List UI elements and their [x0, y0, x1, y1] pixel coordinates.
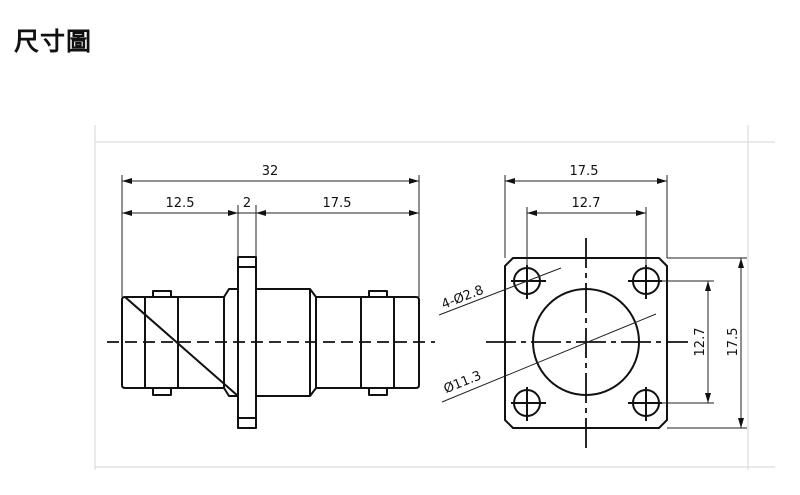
- dim-flange-width: 17.5: [570, 164, 599, 179]
- dim-hole-spacing-horizontal: 12.7: [572, 196, 601, 211]
- dim-hole-spacing-vertical: 12.7: [693, 328, 708, 357]
- front-view-centerlines: [486, 238, 688, 448]
- dim-flange-height: 17.5: [726, 328, 741, 357]
- front-view-dimensions: [438, 175, 747, 429]
- mount-hole: [628, 265, 662, 299]
- page-title: 尺寸圖: [14, 27, 93, 56]
- mount-hole: [511, 387, 546, 421]
- side-view-dimensions: [121, 175, 420, 297]
- dim-right-length: 17.5: [323, 196, 352, 211]
- drawing-frame: [94, 125, 775, 470]
- dim-left-length: 12.5: [166, 196, 195, 211]
- dim-mount-holes: 4-Ø2.8: [440, 283, 486, 313]
- dim-overall-length: 32: [262, 164, 279, 179]
- mount-hole: [511, 265, 546, 299]
- mount-hole: [628, 387, 662, 421]
- dim-flange-thickness: 2: [243, 196, 251, 211]
- dim-bore-diameter: Ø11.3: [442, 368, 484, 397]
